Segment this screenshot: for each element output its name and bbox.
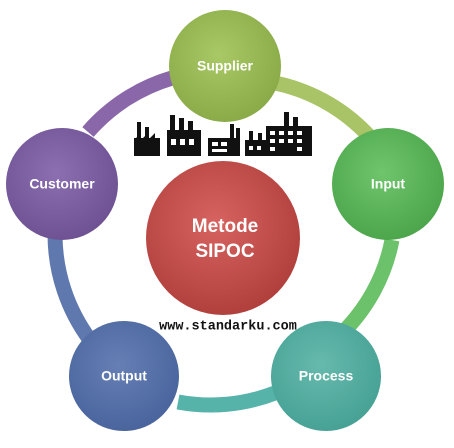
factory-buildings-icon: [134, 112, 312, 156]
node-supplier: Supplier: [169, 10, 281, 122]
node-label-input: Input: [371, 176, 406, 192]
node-customer: Customer: [6, 128, 118, 240]
node-input: Input: [332, 128, 444, 240]
connector-supplier-input: [268, 74, 374, 141]
node-output: Output: [69, 321, 179, 431]
center-title-line1: Metode: [192, 216, 259, 237]
connector-customer-supplier: [82, 70, 175, 138]
node-label-output: Output: [101, 368, 147, 384]
node-label-customer: Customer: [29, 176, 95, 192]
center-node: Metode SIPOC: [146, 161, 300, 315]
node-process: Process: [271, 321, 381, 431]
connector-input-process: [332, 238, 400, 343]
connector-process-output: [176, 385, 278, 413]
website-url: www.standarku.com: [159, 320, 297, 335]
node-label-process: Process: [299, 368, 354, 384]
node-label-supplier: Supplier: [197, 58, 254, 74]
connector-output-customer: [47, 234, 97, 345]
center-title-line2: SIPOC: [195, 241, 254, 262]
